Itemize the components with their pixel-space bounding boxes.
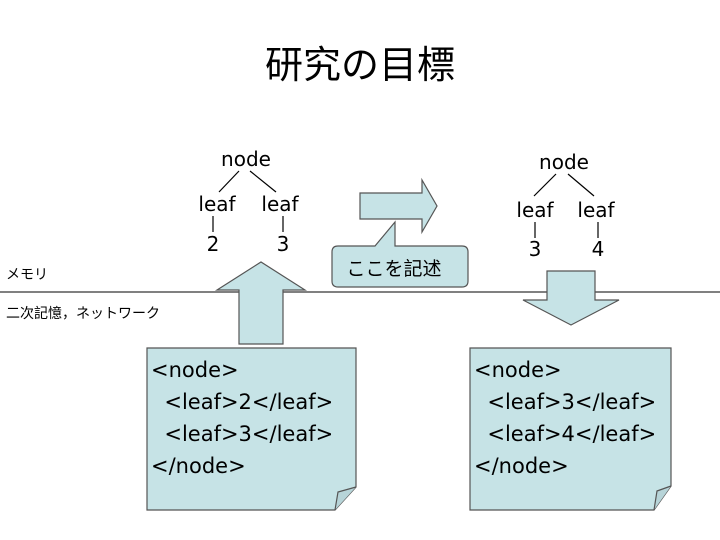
right-tree-edge-left — [533, 173, 557, 197]
left-document-line-2: <leaf>2</leaf> — [151, 390, 333, 414]
left-document-line-4: </node> — [151, 454, 246, 478]
load-arrow-up — [214, 261, 308, 345]
left-tree-value-2: 3 — [277, 232, 290, 256]
left-document-line-3: <leaf>3</leaf> — [151, 422, 333, 446]
store-arrow-down — [522, 270, 620, 326]
right-document-line-2: <leaf>3</leaf> — [474, 390, 656, 414]
storage-label: 二次記憶，ネットワーク — [6, 305, 160, 322]
right-tree-value-2: 4 — [592, 237, 605, 261]
left-tree-edge-left — [218, 170, 240, 193]
transform-arrow — [359, 177, 438, 235]
right-document-line-1: <node> — [474, 358, 562, 382]
left-document-line-1: <node> — [151, 358, 239, 382]
right-document-line-3: <leaf>4</leaf> — [474, 422, 656, 446]
left-document-fold — [334, 486, 357, 511]
right-document-fold — [653, 485, 672, 511]
left-tree-leaf-2: leaf — [261, 192, 299, 216]
right-tree-value-1: 3 — [529, 237, 542, 261]
left-tree-leaf-1: leaf — [198, 192, 236, 216]
left-tree-edge-right — [249, 170, 277, 193]
left-tree-node: node — [221, 147, 271, 171]
right-tree-leaf-1: leaf — [516, 198, 554, 222]
slide-title: 研究の目標 — [265, 43, 455, 87]
right-document-line-4: </node> — [474, 454, 569, 478]
left-tree-value-1: 2 — [207, 232, 220, 256]
right-tree-node: node — [539, 150, 589, 174]
callout-text: ここを記述 — [346, 258, 441, 280]
callout-bubble — [331, 220, 469, 288]
right-tree-edge-right — [567, 173, 595, 197]
memory-label: メモリ — [6, 267, 48, 283]
right-tree-leaf-2: leaf — [577, 198, 615, 222]
